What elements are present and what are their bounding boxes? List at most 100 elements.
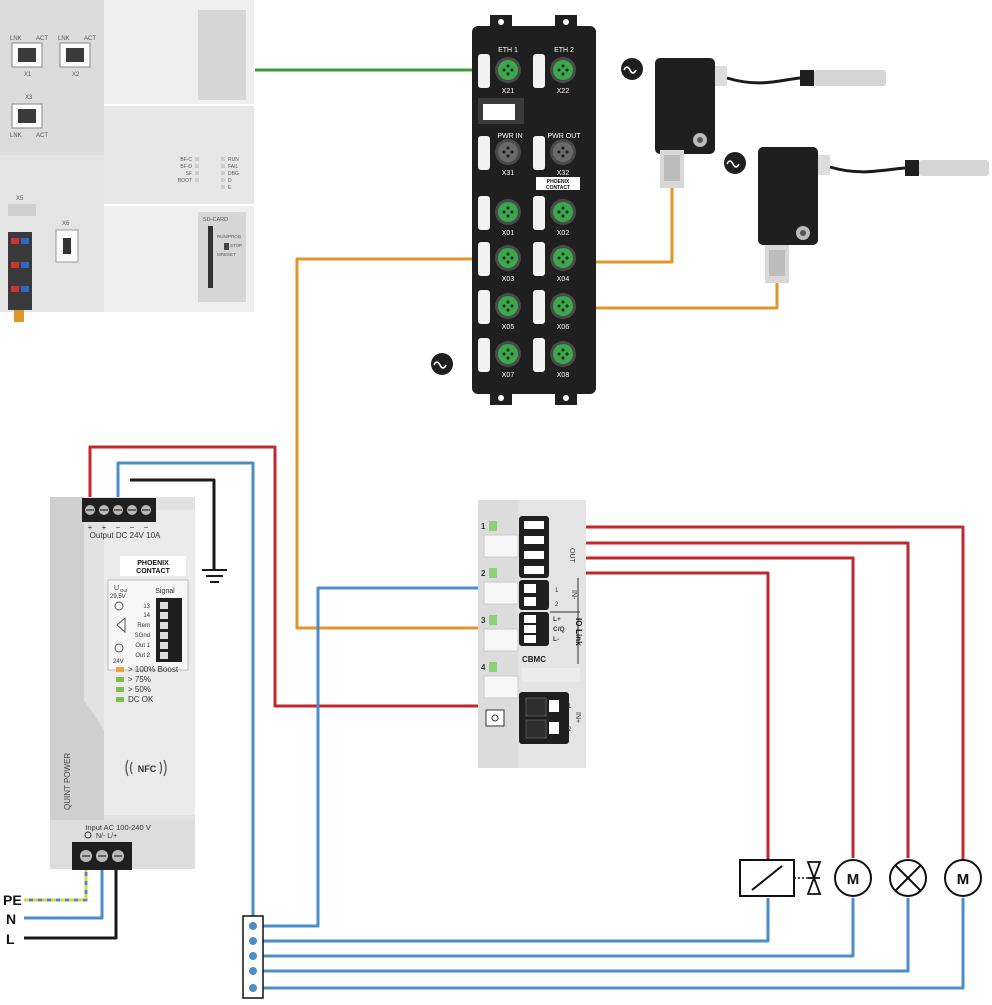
svg-text:+: +: [102, 523, 107, 532]
svg-text:ACT: ACT: [84, 36, 96, 42]
svg-text:PHOENIX: PHOENIX: [137, 560, 169, 567]
svg-text:PWR OUT: PWR OUT: [547, 133, 581, 140]
sensor-1: [655, 58, 886, 188]
svg-text:Signal: Signal: [155, 588, 175, 595]
port-x1[interactable]: LNK ACT X1: [10, 36, 48, 78]
status-led: [116, 667, 124, 672]
io-port-x03[interactable]: X03: [478, 242, 521, 283]
io-port-label: X04: [557, 276, 570, 283]
slot-number: 4: [481, 663, 486, 672]
io-port-x31[interactable]: X31: [478, 136, 521, 177]
cbmc-out3-wire: [540, 556, 855, 858]
io-port-x05[interactable]: X05: [478, 290, 521, 331]
slot-window: [483, 534, 519, 558]
port-socket: [498, 296, 518, 316]
svg-text:X2: X2: [72, 72, 80, 78]
pe-wire-overlay: [24, 862, 88, 902]
controller-leds: BF-C BF-D SF BOOT RUN FAIL DBG D E: [178, 157, 239, 191]
svg-text:BF-D: BF-D: [180, 164, 192, 170]
port-socket: [553, 202, 573, 222]
port-pin: [506, 64, 510, 68]
cbmc-slot-3[interactable]: 3: [481, 615, 519, 652]
port-pin: [557, 304, 561, 308]
nfc-icon: NFC: [125, 759, 167, 777]
run-stop-switch[interactable]: [224, 243, 229, 250]
svg-text:N/- L/+: N/- L/+: [96, 833, 117, 840]
svg-text:NFC: NFC: [138, 764, 157, 774]
svg-text:OUT: OUT: [568, 548, 575, 564]
sensor-1-symbol: [621, 58, 643, 80]
port-pin: [561, 206, 565, 210]
port-x2[interactable]: LNK ACT X2: [58, 36, 96, 78]
port-led: [478, 338, 490, 372]
iolink-label: IO-Link: [574, 618, 583, 646]
svg-text:L: L: [6, 931, 15, 947]
port-x3[interactable]: X3 LNK ACT: [10, 95, 48, 139]
port-pin: [565, 68, 569, 72]
cbmc-slot-1[interactable]: 1: [481, 521, 519, 558]
cbmc-slot-2[interactable]: 2: [481, 568, 519, 605]
port-pin: [561, 260, 565, 264]
port-pin: [502, 256, 506, 260]
svg-text:2: 2: [568, 727, 572, 733]
svg-text:STOP: STOP: [230, 243, 242, 248]
sensor-2-symbol: [724, 152, 746, 174]
psu-output-label: Output DC 24V 10A: [90, 531, 161, 540]
io-port-x02[interactable]: X02: [533, 196, 576, 237]
port-pin: [506, 260, 510, 264]
port-socket: [553, 248, 573, 268]
motor2-return-wire: [258, 898, 965, 990]
io-port-label: X21: [502, 88, 515, 95]
psu-terminal-signs: + + − − −: [88, 523, 149, 532]
svg-text:−: −: [130, 523, 135, 532]
n-wire: [24, 862, 104, 920]
slot-led: [489, 662, 497, 672]
io-port-label: X02: [557, 230, 570, 237]
port-pin: [565, 150, 569, 154]
io-port-x21[interactable]: X21: [478, 54, 521, 95]
psu-brand-badge: [120, 556, 186, 576]
io-port-label: X06: [557, 324, 570, 331]
cbmc-slots: 1 2 3 4: [481, 521, 519, 699]
load-lamp: [889, 859, 927, 897]
port-pin: [506, 214, 510, 218]
slot-number: 3: [481, 616, 486, 625]
status-label: > 100% Boost: [128, 665, 179, 674]
psu-input-terminals: [72, 842, 132, 870]
io-port-x04[interactable]: X04: [533, 242, 576, 283]
port-pin: [557, 352, 561, 356]
io-port-x22[interactable]: X22: [533, 54, 576, 95]
x6-label: X6: [62, 221, 70, 227]
port-pin: [565, 352, 569, 356]
port-led: [533, 196, 545, 230]
port-pin: [557, 150, 561, 154]
port-pin: [506, 356, 510, 360]
svg-text:D: D: [228, 178, 232, 184]
cbmc-slot-4[interactable]: 4: [481, 662, 519, 699]
io-port-x06[interactable]: X06: [533, 290, 576, 331]
io-port-x07[interactable]: X07: [478, 338, 521, 379]
svg-text:SD-CARD: SD-CARD: [203, 217, 228, 223]
up-potentiometer-icon: [114, 601, 124, 611]
port-led: [478, 136, 490, 170]
port-pin: [510, 304, 514, 308]
port-led: [533, 242, 545, 276]
status-led: [116, 687, 124, 692]
cbmc-out2-wire: [540, 541, 910, 858]
port-pin: [561, 72, 565, 76]
port-socket: [498, 60, 518, 80]
port-pin: [502, 150, 506, 154]
plc-controller: LNK ACT X1 LNK ACT X2 X3 LNK ACT X5 X6: [0, 0, 254, 322]
remote-icon: [116, 616, 126, 634]
psu-plus-wire: [88, 445, 522, 708]
io-port-x01[interactable]: X01: [478, 196, 521, 237]
status-led: [116, 677, 124, 682]
io-port-x08[interactable]: X08: [533, 338, 576, 379]
svg-text:Out: Out: [120, 588, 128, 593]
svg-text:CONTACT: CONTACT: [136, 568, 170, 575]
status-label: DC OK: [128, 695, 154, 704]
io-port-x32[interactable]: X32: [533, 136, 576, 177]
svg-text:IN-: IN-: [570, 590, 577, 600]
